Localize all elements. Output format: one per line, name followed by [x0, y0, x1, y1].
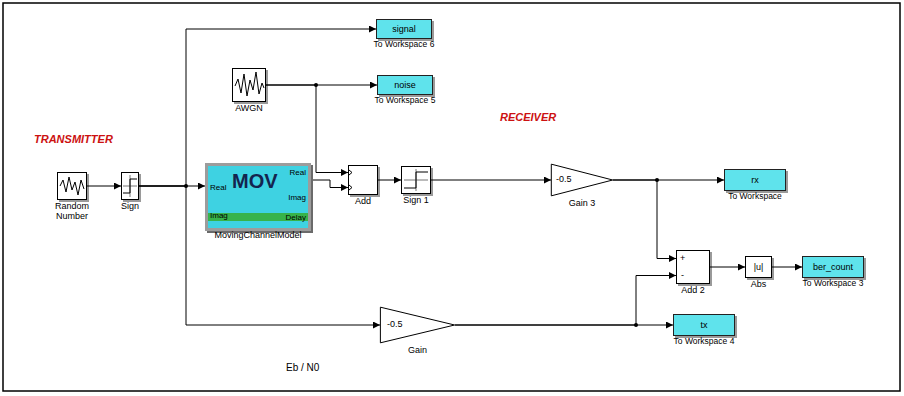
- block-text: MOV: [232, 170, 278, 193]
- signal-line: [87, 186, 121, 187]
- block-shadows: [59, 70, 774, 286]
- to-workspace-block: rxTo Workspace: [724, 169, 786, 191]
- abs-block: |u|Abs: [745, 256, 772, 278]
- sum-block: Add: [348, 165, 378, 195]
- block-text: tx: [700, 320, 707, 330]
- gain-triangle: -0.5Gain 3: [551, 164, 613, 196]
- block-name: To Workspace 3: [803, 279, 864, 289]
- block-text: +: [680, 253, 685, 263]
- block-text: Imag: [288, 193, 306, 202]
- to-workspace-block: noiseTo Workspace 5: [377, 75, 433, 95]
- sign-block: Sign 1: [401, 166, 431, 194]
- block-name: Gain 3: [569, 198, 596, 208]
- signal-line: [431, 180, 551, 181]
- signal-line: [455, 325, 673, 326]
- to-workspace-block: ber_countTo Workspace 3: [802, 256, 864, 278]
- block-text: -0.5: [556, 174, 572, 184]
- block-name: Sign: [121, 201, 139, 211]
- sign1-icon: [404, 169, 428, 191]
- to-workspace-block: signalTo Workspace 6: [376, 19, 432, 39]
- block-grounds: [57, 68, 772, 284]
- signal-line: [710, 267, 745, 268]
- gain-triangle: -0.5Gain: [380, 307, 455, 343]
- block-text: Delay: [286, 213, 306, 222]
- random-icon: [60, 177, 84, 195]
- block-text: Real: [210, 183, 226, 192]
- block-name: Abs: [751, 279, 767, 289]
- signal-line: [455, 276, 676, 326]
- block-text: Imag: [210, 211, 228, 220]
- block-name: Gain: [408, 345, 427, 355]
- block-name: To Workspace: [728, 192, 782, 202]
- block-text: signal: [392, 24, 416, 34]
- section-title: TRANSMITTER: [34, 133, 113, 145]
- block-text: -: [681, 270, 684, 280]
- to-workspace-block: txTo Workspace 4: [673, 314, 735, 336]
- signal-line: [378, 180, 401, 181]
- block-name: MovingChannelModel: [214, 230, 301, 240]
- block-name: To Workspace 5: [375, 96, 436, 106]
- parameter-note: Eb / N0: [286, 362, 319, 373]
- block-text: noise: [394, 80, 416, 90]
- channel-model-block: MOVRealImagRealImagDelayMovingChannelMod…: [205, 163, 311, 231]
- sum-block: +-Add 2: [676, 250, 710, 284]
- random-source-block: Random Number: [57, 172, 87, 200]
- sign-block: Sign: [121, 172, 139, 200]
- block-text: Real: [290, 168, 306, 177]
- block-name: To Workspace 4: [674, 337, 735, 347]
- signal-line: [613, 180, 676, 259]
- signal-line: [772, 267, 802, 268]
- block-name: Add 2: [681, 285, 705, 295]
- block-name: Sign 1: [403, 195, 429, 205]
- signal-line: [266, 85, 348, 173]
- block-text: -0.5: [387, 319, 403, 329]
- awgn-icon: [235, 72, 264, 96]
- block-text: ber_count: [813, 262, 853, 272]
- noise-source-block: AWGN: [232, 68, 266, 102]
- sign-icon: [123, 175, 137, 197]
- block-text: rx: [751, 175, 759, 185]
- block-name: AWGN: [235, 103, 263, 113]
- signal-line: [311, 180, 348, 188]
- section-title: RECEIVER: [500, 111, 556, 123]
- block-text: |u|: [754, 262, 764, 272]
- block-name: Add: [355, 196, 371, 206]
- branch-dots: [184, 83, 659, 327]
- port-chevrons: [349, 170, 352, 190]
- block-name: To Workspace 6: [374, 40, 435, 50]
- frame: [3, 3, 900, 391]
- block-name: Random Number: [50, 201, 94, 222]
